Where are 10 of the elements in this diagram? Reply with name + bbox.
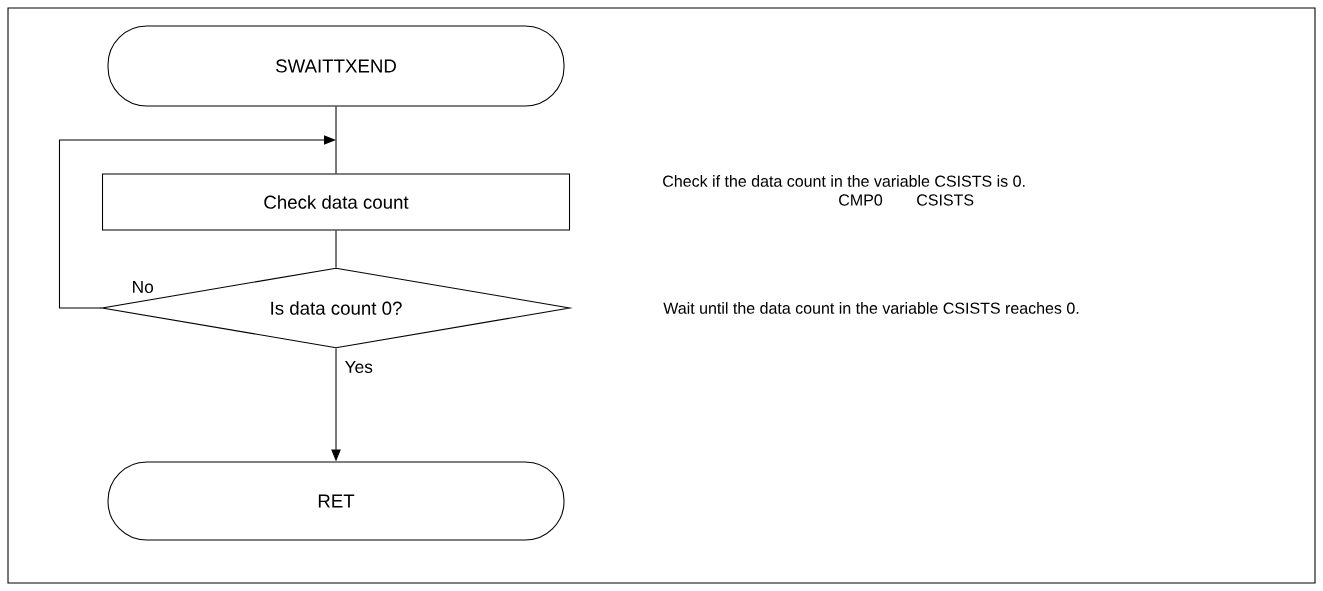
note-text: CSISTS: [917, 194, 974, 206]
process-box: Check data count: [101, 173, 571, 231]
note-text: Check if the data count in the variable CSISTS is 0.: [663, 175, 1025, 187]
connector-line: [335, 106, 337, 174]
edge-label: Yes: [343, 359, 375, 375]
loop-arrow: [58, 135, 336, 309]
connector-line: [335, 230, 337, 268]
edge-label: No: [130, 279, 156, 295]
note-text: CMP0: [839, 194, 883, 206]
note-text: Wait until the data count in the variable CSISTS reaches 0.: [663, 302, 1079, 314]
